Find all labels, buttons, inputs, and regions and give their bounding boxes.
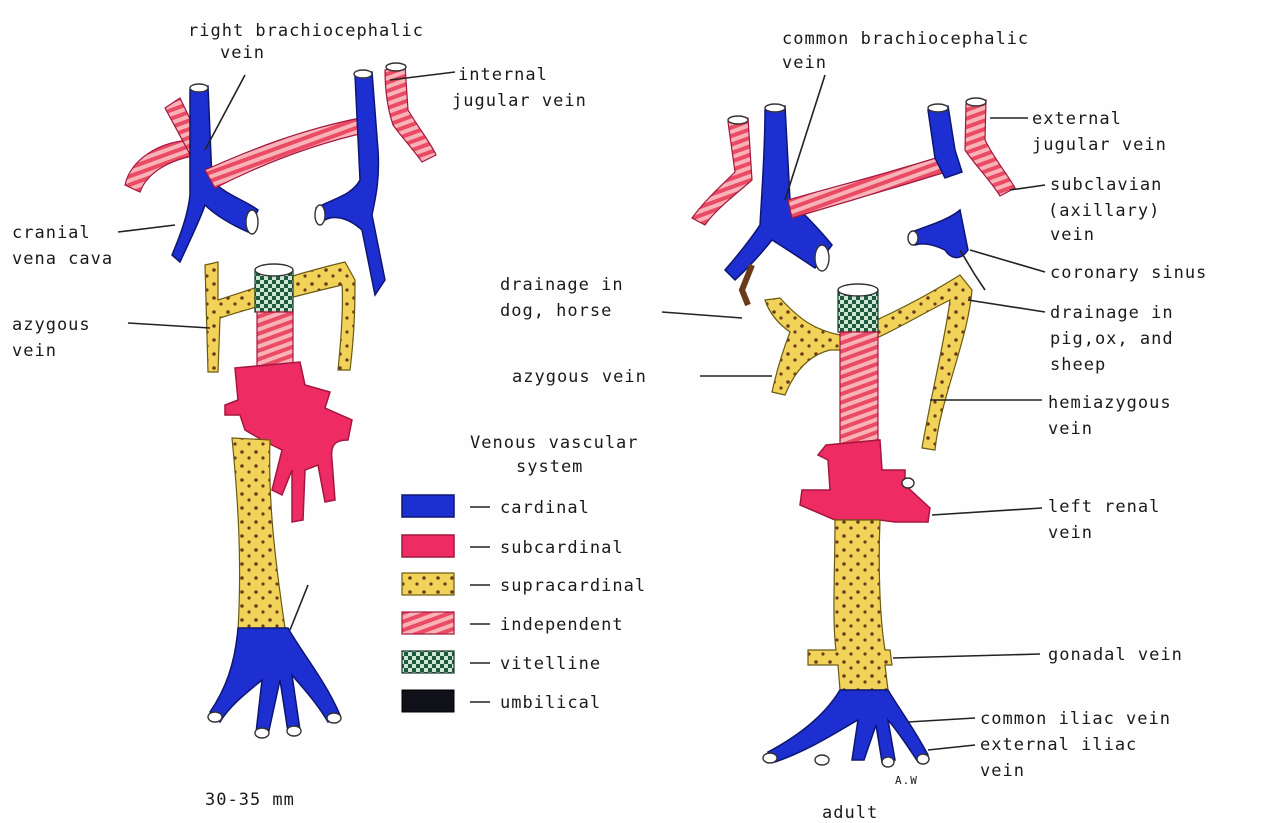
legend-label-umbilical: umbilical	[500, 693, 601, 713]
adult-brachiocephalic-striped	[788, 155, 952, 218]
stage-label-30-35mm: 30-35 mm	[205, 790, 295, 810]
label-cranial: cranial	[12, 223, 91, 243]
legend-swatch-vitelline	[402, 651, 454, 673]
vessel-end	[908, 231, 918, 245]
vessel-end	[287, 726, 301, 736]
vessel-end	[917, 754, 929, 764]
leader-right-brachiocephalic	[205, 75, 245, 150]
leader-left-renal	[932, 508, 1042, 515]
label-internal-jugular-vein: jugular vein	[452, 91, 587, 111]
vessel-end	[928, 104, 948, 112]
legend-swatch-independent	[402, 612, 454, 634]
label-common-iliac: common iliac vein	[980, 709, 1171, 729]
label-drainage-dog: drainage in	[500, 275, 624, 295]
legend-swatch-cardinal	[402, 495, 454, 517]
adult-independent-segment	[840, 332, 878, 450]
legend-label-cardinal: cardinal	[500, 498, 590, 518]
label-external-jugular-vein: jugular vein	[1032, 135, 1167, 155]
legend-label-vitelline: vitelline	[500, 654, 601, 674]
label-internal-jugular: internal	[458, 65, 548, 85]
label-hemiazygous-vein: vein	[1048, 419, 1093, 439]
vessel-end	[728, 116, 748, 124]
label-left-renal: left renal	[1048, 497, 1160, 517]
left-iliac-blue	[210, 628, 340, 735]
label-external: external	[1032, 109, 1122, 129]
stage-label-adult: adult	[822, 803, 878, 823]
vessel-end	[966, 98, 986, 106]
artist-initials: A.W	[895, 774, 918, 787]
label-external-iliac-vein: vein	[980, 761, 1025, 781]
vessel-end	[190, 84, 208, 92]
label-right-brachiocephalic-vein: vein	[220, 43, 265, 63]
leader-common-iliac	[908, 718, 975, 722]
legend-title: Venous vascular	[470, 433, 639, 453]
vessel-end	[255, 728, 269, 738]
vessel-end	[882, 757, 894, 767]
left-independent-segment	[257, 312, 293, 367]
label-dog-horse: dog, horse	[500, 301, 612, 321]
label-left-renal-vein: vein	[1048, 523, 1093, 543]
label-hemiazygous: hemiazygous	[1048, 393, 1172, 413]
label-external-iliac: external iliac	[980, 735, 1137, 755]
vessel-end	[815, 245, 829, 271]
leader-external-iliac	[928, 745, 975, 750]
legend-swatch-supracardinal	[402, 573, 454, 595]
leader-drainage-dog	[662, 312, 742, 318]
label-azygous-right: azygous vein	[512, 367, 647, 387]
vessel-end	[315, 205, 325, 225]
legend-label-supracardinal: supracardinal	[500, 576, 646, 596]
vessel-end	[902, 478, 914, 488]
label-drainage-pig: drainage in	[1050, 303, 1174, 323]
left-brachiocephalic-striped	[205, 118, 368, 188]
label-axillary: (axillary)	[1048, 201, 1160, 221]
vessel-end	[208, 712, 222, 722]
leader-cranial-vena-cava	[118, 225, 175, 232]
vessel-end	[838, 284, 878, 296]
adult-left-jugular-striped	[965, 100, 1015, 196]
label-vena-cava: vena cava	[12, 249, 113, 269]
leader-common-brachiocephalic	[785, 75, 825, 200]
legend-label-subcardinal: subcardinal	[500, 538, 624, 558]
label-pig-ox: pig,ox, and	[1050, 329, 1174, 349]
right-adult-venous-diagram: common brachiocephalic vein external jug…	[500, 29, 1207, 823]
left-left-jugular-blue	[316, 72, 385, 295]
label-coronary-sinus: coronary sinus	[1050, 263, 1207, 283]
legend-title-line2: system	[516, 457, 583, 477]
legend: Venous vascular system cardinal subcardi…	[402, 433, 646, 713]
label-common-brachiocephalic-vein: vein	[782, 53, 827, 73]
label-azygous-left-vein: vein	[12, 341, 57, 361]
adult-right-jugular-striped	[692, 118, 752, 225]
leader-gonadal	[893, 654, 1040, 658]
legend-swatch-umbilical	[402, 690, 454, 712]
label-common-brachiocephalic: common brachiocephalic	[782, 29, 1029, 49]
vessel-end	[765, 104, 785, 112]
legend-label-independent: independent	[500, 615, 624, 635]
vessel-end	[763, 753, 777, 763]
vessel-end	[815, 755, 829, 765]
label-sheep: sheep	[1050, 355, 1106, 375]
label-azygous-left: azygous	[12, 315, 91, 335]
vessel-end	[386, 63, 406, 71]
vessel-end	[354, 70, 372, 78]
vessel-end	[246, 210, 258, 234]
adult-iliac-blue	[768, 690, 928, 762]
label-subclavian: subclavian	[1050, 175, 1162, 195]
legend-swatch-subcardinal	[402, 535, 454, 557]
label-right-brachiocephalic: right brachiocephalic	[188, 21, 424, 41]
label-subclavian-vein: vein	[1050, 225, 1095, 245]
adult-supracardinal-lower	[808, 520, 892, 690]
left-umbilical-stub	[290, 585, 308, 630]
leader-azygous-left	[128, 323, 210, 328]
vessel-end	[327, 713, 341, 723]
left-embryo-venous-diagram: right brachiocephalic vein internal jugu…	[12, 21, 587, 810]
leader-drainage-pig	[968, 300, 1045, 312]
leader-coronary-sinus	[970, 250, 1045, 272]
vessel-end	[255, 264, 293, 276]
label-gonadal: gonadal vein	[1048, 645, 1183, 665]
